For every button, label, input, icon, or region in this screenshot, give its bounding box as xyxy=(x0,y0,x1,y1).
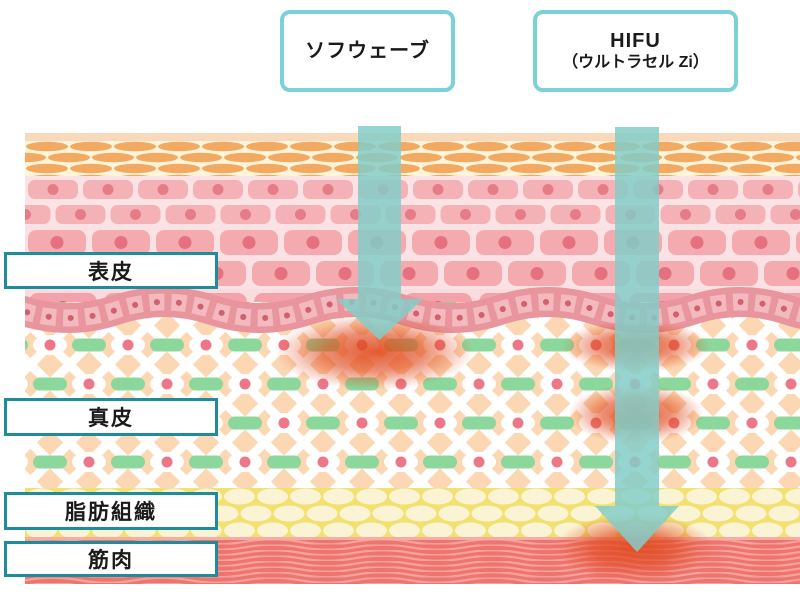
muscle-label-text: 筋肉 xyxy=(88,549,134,572)
layer-label-epidermis: 表皮 xyxy=(4,252,218,289)
sofwave-label-box: ソフウェーブ xyxy=(280,10,455,92)
hifu-label: HIFU xyxy=(610,30,661,52)
epidermis-label-text: 表皮 xyxy=(88,260,134,284)
sofwave-heat-zone xyxy=(274,314,474,390)
treatment-arrows xyxy=(336,126,679,552)
corneum-layer xyxy=(25,133,800,176)
layer-label-fat: 脂肪組織 xyxy=(4,492,218,530)
basal-membrane-ribbon xyxy=(25,287,800,333)
hifu-label-box: HIFU （ウルトラセル Zi） xyxy=(533,10,738,92)
sofwave-label: ソフウェーブ xyxy=(305,40,430,62)
layer-label-dermis: 真皮 xyxy=(4,398,218,436)
layer-label-muscle: 筋肉 xyxy=(4,541,218,577)
fat-label-text: 脂肪組織 xyxy=(65,501,157,524)
hifu-sublabel: （ウルトラセル Zi） xyxy=(562,54,709,71)
sofwave-down-arrow-icon xyxy=(336,126,423,340)
hifu-down-arrow-icon xyxy=(595,127,679,552)
dermis-label-text: 真皮 xyxy=(88,407,134,430)
